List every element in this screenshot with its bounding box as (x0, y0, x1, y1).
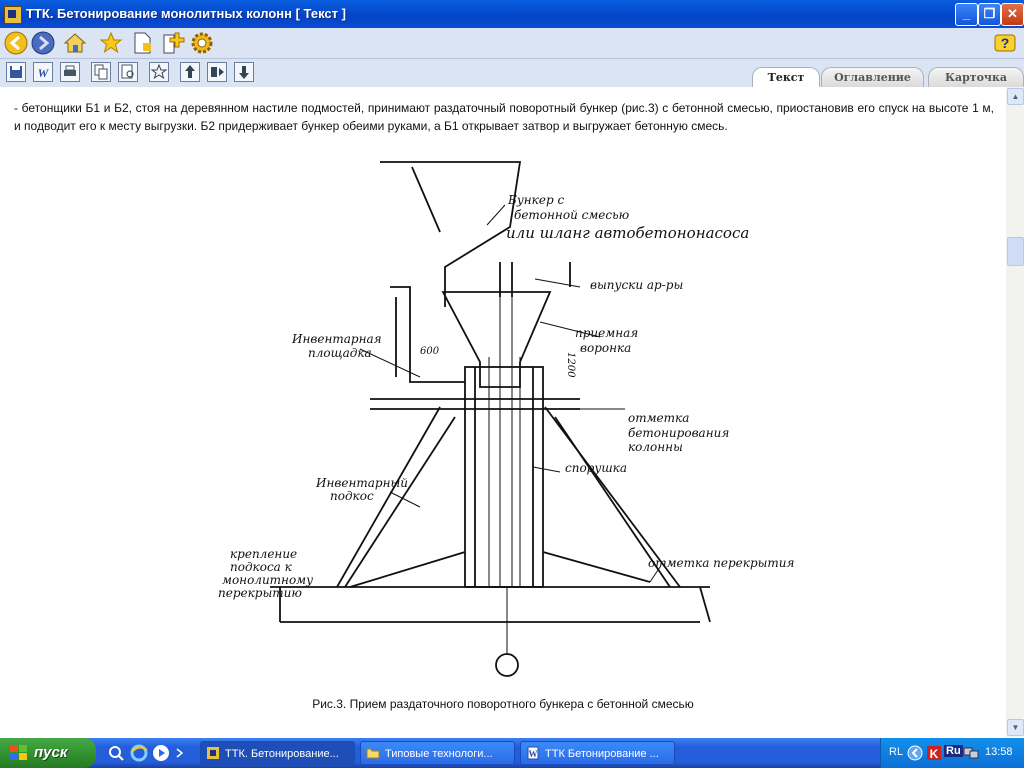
scroll-thumb[interactable] (1007, 237, 1024, 266)
scroll-down-button[interactable]: ▼ (1007, 719, 1024, 736)
tab-card[interactable]: Карточка (928, 67, 1024, 88)
label-rebar: выпуски ар-ры (590, 278, 683, 292)
ttk-app-icon (207, 747, 219, 759)
ie-browser-icon[interactable] (130, 744, 148, 762)
print-icon[interactable] (60, 62, 80, 82)
save-icon[interactable] (6, 62, 26, 82)
bookmark-star-icon[interactable] (149, 62, 169, 82)
label-dim-600: 600 (420, 346, 440, 357)
word-export-icon[interactable]: W (33, 62, 53, 82)
svg-text:W: W (38, 66, 50, 80)
taskbar-item-label: ТТК Бетонирование ... (545, 748, 659, 760)
favorites-star-icon[interactable] (99, 31, 123, 55)
windows-logo-icon (10, 745, 27, 760)
document-content: - бетонщики Б1 и Б2, стоя на деревянном … (0, 87, 1006, 737)
svg-text:?: ? (1001, 35, 1010, 51)
settings-gear-icon[interactable] (190, 31, 214, 55)
upload-icon[interactable] (180, 62, 200, 82)
label-bunker-2: бетонной смесью (514, 208, 630, 222)
language-indicator[interactable]: RL (889, 746, 904, 758)
body-paragraph: - бетонщики Б1 и Б2, стоя на деревянном … (14, 101, 994, 133)
minimize-button[interactable]: _ (955, 3, 978, 26)
label-fix-2: подкоса к (230, 560, 293, 574)
label-brace-2: подкос (330, 489, 374, 503)
label-slab-mark: отметка перекрытия (648, 556, 795, 570)
word-document-icon: W (527, 746, 539, 760)
label-mark-3: колонны (628, 440, 683, 454)
label-funnel-2: воронка (580, 341, 631, 355)
maximize-button[interactable]: ❐ (978, 3, 1001, 26)
add-document-icon[interactable] (161, 31, 185, 55)
label-platform-2: площадка (308, 346, 372, 360)
close-button[interactable]: ✕ (1001, 3, 1024, 26)
label-fix-4: перекрытию (218, 586, 302, 600)
tray-expand-icon[interactable] (907, 745, 923, 761)
label-bunker-3: или шланг автобетононасоса (506, 224, 749, 242)
window-title: ТТК. Бетонирование монолитных колонн [ Т… (26, 6, 346, 21)
folder-icon (366, 748, 380, 759)
label-mark-1: отметка (628, 411, 689, 425)
label-platform-1: Инвентарная (291, 332, 382, 346)
taskbar-item-ttk[interactable]: ТТК. Бетонирование... (200, 741, 355, 765)
help-icon[interactable]: ? (993, 31, 1017, 55)
label-fix-3: монолитному (222, 573, 313, 587)
label-sleeve: спорушка (565, 461, 627, 475)
column-concreting-figure: Бункер с бетонной смесью или шланг автоб… (218, 161, 795, 677)
search-quicklaunch-icon[interactable] (108, 745, 124, 761)
forward-arrow-icon[interactable] (31, 31, 55, 55)
network-icon[interactable] (963, 745, 979, 761)
figure-caption: Рис.3. Прием раздаточного поворотного бу… (312, 697, 694, 711)
main-toolbar: ? (0, 28, 1024, 82)
tab-text[interactable]: Текст (752, 67, 820, 89)
clock: 13:58 (985, 746, 1013, 758)
home-icon[interactable] (63, 31, 87, 55)
taskbar-item-label: Типовые технологи... (385, 748, 493, 760)
taskbar-item-word[interactable]: W ТТК Бетонирование ... (520, 741, 675, 765)
label-bunker-1: Бункер с (507, 193, 564, 207)
chevron-right-icon[interactable] (176, 748, 184, 758)
keyboard-layout-ru[interactable]: Ru (944, 745, 963, 757)
scroll-up-button[interactable]: ▲ (1007, 88, 1024, 105)
antivirus-icon[interactable]: K (926, 745, 942, 761)
app-icon (4, 6, 22, 24)
preview-icon[interactable] (118, 62, 138, 82)
title-bar: ТТК. Бетонирование монолитных колонн [ Т… (0, 0, 1024, 28)
label-funnel-1: приемная (575, 326, 638, 340)
taskbar-item-label: ТТК. Бетонирование... (225, 748, 339, 760)
copy-icon[interactable] (91, 62, 111, 82)
svg-text:K: K (930, 747, 939, 761)
label-brace-1: Инвентарный (315, 476, 408, 490)
svg-text:W: W (529, 749, 538, 759)
label-dim-1200: 1200 (565, 352, 576, 378)
media-player-icon[interactable] (152, 744, 170, 762)
tab-contents[interactable]: Оглавление (821, 67, 924, 88)
system-tray: RL K Ru 13:58 (880, 738, 1024, 768)
vertical-scrollbar[interactable]: ▲ ▼ (1006, 87, 1024, 737)
download-icon[interactable] (234, 62, 254, 82)
label-mark-2: бетонирования (628, 426, 729, 440)
start-label: пуск (34, 744, 68, 761)
export-left-icon[interactable] (207, 62, 227, 82)
back-arrow-icon[interactable] (4, 31, 28, 55)
document-icon[interactable] (130, 31, 154, 55)
start-button[interactable]: пуск (0, 738, 96, 768)
taskbar: пуск ТТК. Бетонирование... Типовые техно… (0, 738, 1024, 768)
label-fix-1: крепление (230, 547, 297, 561)
taskbar-item-folder[interactable]: Типовые технологи... (360, 741, 515, 765)
